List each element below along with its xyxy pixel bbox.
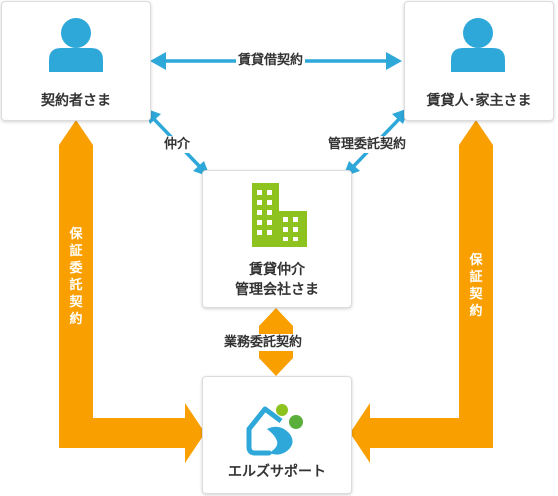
company-label: エルズサポート (228, 464, 326, 480)
guarantee-flow-arrow (350, 120, 493, 463)
guarantee-commission-flow-arrow (59, 120, 205, 463)
person-icon (49, 18, 103, 72)
tenant-node: 契約者さま (1, 1, 151, 121)
agency-label-line2: 管理会社さま (235, 282, 319, 298)
management-commission-label: 管理委託契約 (326, 136, 409, 153)
landlord-label: 賃貸人･家主さま (426, 93, 532, 109)
building-icon (252, 183, 307, 247)
agency-label-line1: 賃貸仲介 (249, 262, 305, 278)
guarantee-label: 保証契約 (469, 253, 483, 319)
guarantee-commission-label: 保証委託契約 (69, 227, 83, 327)
lease-contract-label: 賃貸借契約 (236, 52, 306, 69)
landlord-node: 賃貸人･家主さま (404, 1, 554, 121)
person-icon (451, 18, 505, 72)
tenant-label: 契約者さま (41, 93, 111, 109)
company-node: エルズサポート (202, 376, 352, 494)
company-logo-icon (246, 404, 303, 456)
agency-node: 賃貸仲介 管理会社さま (202, 170, 352, 308)
business-commission-label: 業務委託契約 (222, 334, 305, 351)
brokerage-label: 仲介 (162, 136, 193, 153)
